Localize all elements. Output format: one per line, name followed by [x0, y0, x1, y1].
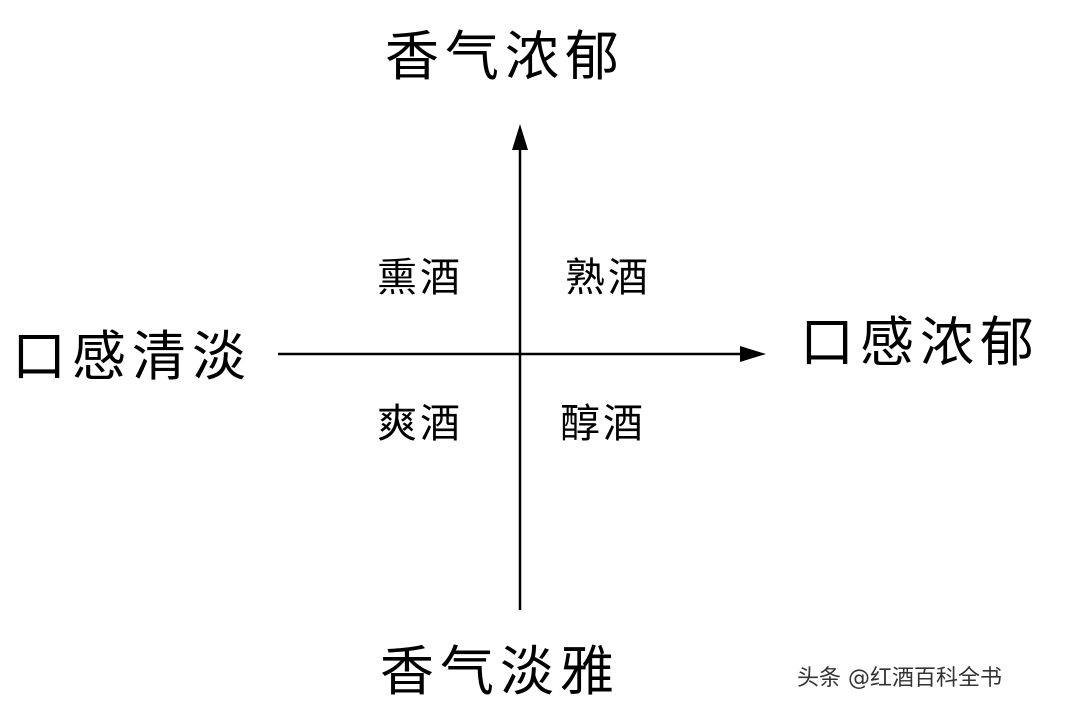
bottom-axis-label: 香气淡雅 — [380, 640, 620, 703]
horizontal-axis-arrowhead — [740, 346, 766, 362]
right-axis-label: 口感浓郁 — [800, 311, 1040, 374]
quadrant-bottom-right-label: 醇酒 — [560, 401, 646, 447]
quadrant-top-right-label: 熟酒 — [565, 255, 651, 301]
quadrant-top-left-label: 熏酒 — [377, 255, 463, 301]
watermark-text: 头条 @红酒百科全书 — [797, 666, 1002, 691]
left-axis-label: 口感清淡 — [12, 325, 252, 388]
top-axis-label: 香气浓郁 — [385, 25, 625, 88]
quadrant-bottom-left-label: 爽酒 — [377, 401, 463, 447]
vertical-axis-arrowhead — [512, 124, 528, 150]
